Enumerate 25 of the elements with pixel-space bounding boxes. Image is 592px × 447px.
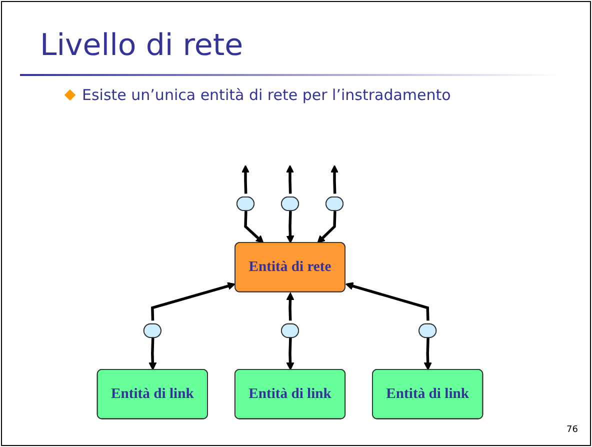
- arrow: [345, 282, 430, 321]
- entity-box: Entità di link: [372, 369, 484, 420]
- interface-ellipse: [325, 196, 344, 212]
- interface-ellipse: [143, 323, 162, 338]
- entity-box: Entità di link: [234, 369, 346, 420]
- arrow: [151, 282, 236, 321]
- arrow: [286, 292, 294, 321]
- arrow: [286, 338, 294, 370]
- interface-ellipse: [236, 196, 255, 212]
- interface-ellipse: [280, 323, 300, 338]
- arrow: [286, 164, 294, 194]
- arrow: [244, 211, 264, 244]
- entity-box: Entità di link: [96, 369, 208, 420]
- arrow: [330, 164, 339, 194]
- bullet-text: Esiste un’unica entità di rete per l’instradamento: [82, 86, 451, 104]
- arrow: [148, 338, 157, 370]
- arrow: [241, 164, 250, 194]
- interface-ellipse: [280, 196, 300, 212]
- page-number: 76: [566, 425, 578, 435]
- arrow: [317, 211, 336, 244]
- entity-box: Entità di rete: [234, 242, 346, 292]
- slide-title: Livello di rete: [40, 28, 244, 63]
- arrow: [424, 338, 432, 370]
- arrow: [286, 211, 294, 244]
- interface-ellipse: [418, 323, 437, 338]
